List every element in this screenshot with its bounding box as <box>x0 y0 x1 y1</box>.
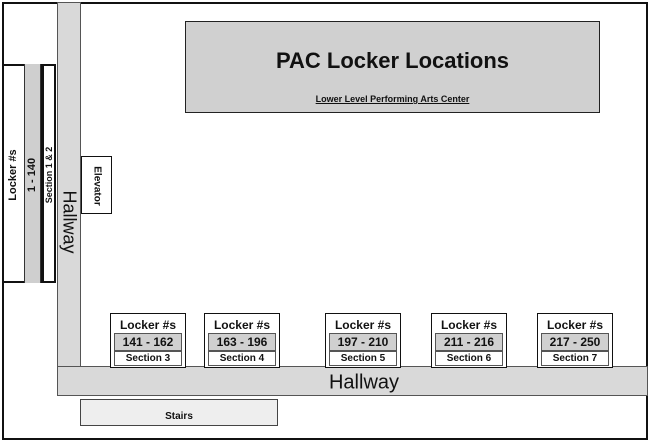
stairs: Stairs <box>80 399 278 426</box>
locker-range: 141 - 162 <box>114 333 182 351</box>
locker-section-name: Section 3 <box>114 351 182 366</box>
locker-label: Locker #s <box>440 318 498 332</box>
hallway-vertical-label: Hallway <box>59 190 80 254</box>
left-locker-label: Locker #s <box>7 149 19 201</box>
stairs-label: Stairs <box>165 411 193 422</box>
locker-label: Locker #s <box>546 318 604 332</box>
locker-section-6: Locker #s 211 - 216 Section 6 <box>431 313 507 368</box>
locker-range: 211 - 216 <box>435 333 503 351</box>
locker-section-4: Locker #s 163 - 196 Section 4 <box>204 313 280 368</box>
locker-section-5: Locker #s 197 - 210 Section 5 <box>325 313 401 368</box>
hallway-vertical <box>57 2 81 396</box>
locker-label: Locker #s <box>334 318 392 332</box>
hallway-horizontal <box>57 366 648 396</box>
map-subtitle: Lower Level Performing Arts Center <box>315 94 470 104</box>
locker-section-name: Section 7 <box>541 351 609 366</box>
locker-label: Locker #s <box>119 318 177 332</box>
locker-section-3: Locker #s 141 - 162 Section 3 <box>110 313 186 368</box>
locker-range: 197 - 210 <box>329 333 397 351</box>
elevator: Elevator <box>81 156 112 214</box>
elevator-label: Elevator <box>91 166 103 206</box>
locker-section-7: Locker #s 217 - 250 Section 7 <box>537 313 613 368</box>
title-box: PAC Locker Locations Lower Level Perform… <box>185 21 600 113</box>
left-locker-strip <box>24 64 41 283</box>
locker-section-name: Section 5 <box>329 351 397 366</box>
locker-label: Locker #s <box>213 318 271 332</box>
locker-range: 163 - 196 <box>208 333 276 351</box>
locker-section-name: Section 4 <box>208 351 276 366</box>
map-title: PAC Locker Locations <box>275 48 510 73</box>
left-locker-bar <box>41 64 44 283</box>
hallway-horizontal-label: Hallway <box>328 371 400 394</box>
locker-range: 217 - 250 <box>541 333 609 351</box>
left-locker-range: 1 - 140 <box>26 157 38 193</box>
left-locker-section-label: Section 1 & 2 <box>44 146 54 204</box>
locker-section-name: Section 6 <box>435 351 503 366</box>
